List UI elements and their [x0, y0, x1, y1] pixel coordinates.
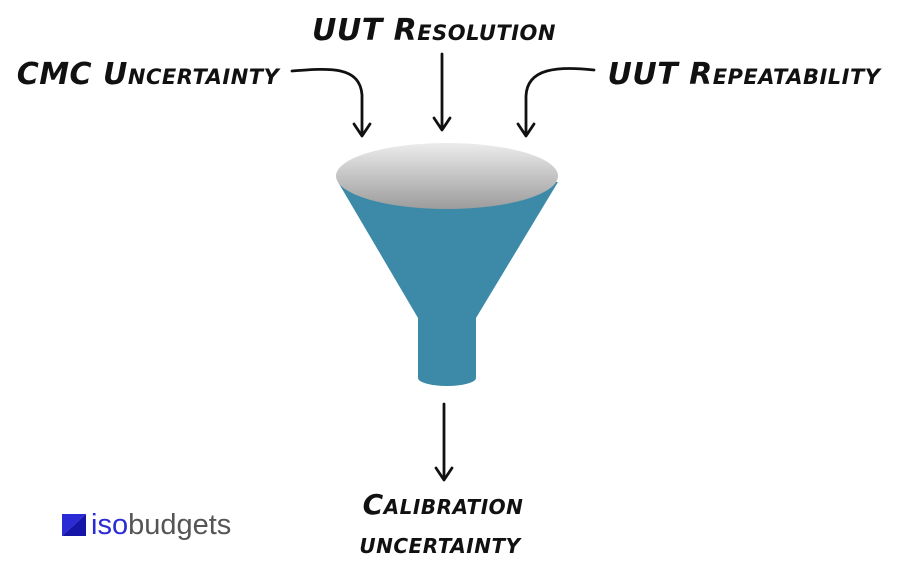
arrow-left-input	[290, 67, 364, 136]
input-label-center: UUT Resolution	[312, 13, 556, 48]
arrow-right-input-head	[516, 122, 536, 138]
arrow-left-input-head	[352, 122, 372, 138]
logo-text-budgets: budgets	[128, 509, 231, 541]
output-label-line2: uncertainty	[359, 527, 522, 560]
logo-text-iso: iso	[91, 509, 128, 541]
input-label-right: UUT Repeatability	[607, 57, 881, 92]
output-label-line1: Calibration	[363, 488, 524, 521]
funnel-rim	[336, 143, 558, 209]
logo-mark-icon-fill	[62, 514, 86, 536]
funnel-spout-bottom	[418, 370, 476, 386]
arrow-center-input-head	[432, 116, 452, 132]
funnel	[336, 143, 558, 386]
isobudgets-logo: isobudgets	[62, 509, 231, 541]
funnel-cone	[338, 182, 558, 385]
arrow-output-head	[434, 466, 454, 482]
arrow-right-input	[524, 67, 596, 136]
logo-text: isobudgets	[91, 509, 231, 541]
input-label-left: CMC Uncertainty	[17, 57, 281, 92]
